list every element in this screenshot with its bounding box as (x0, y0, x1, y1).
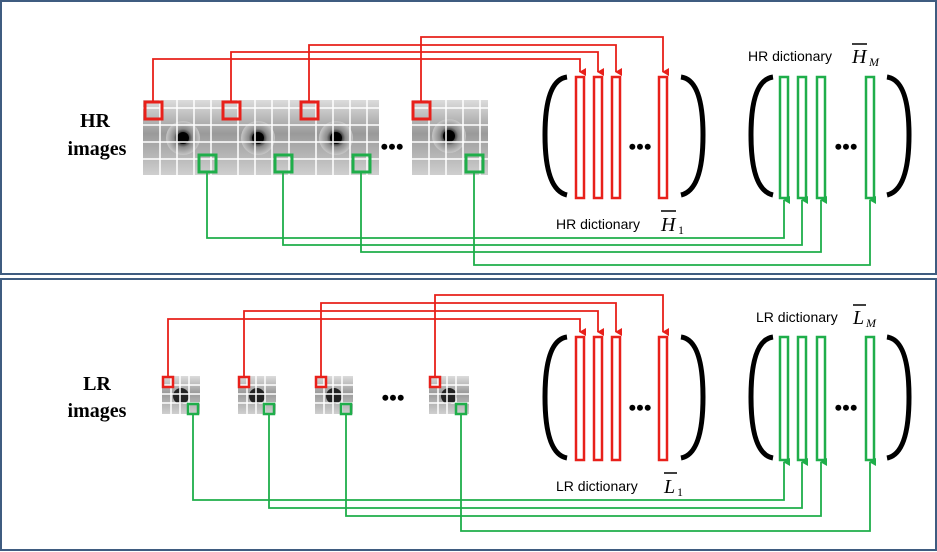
lr-panel: LR images ••• (68, 294, 912, 532)
hr-images-ellipsis: ••• (380, 134, 403, 159)
hr-red-arrow-2 (230, 51, 604, 102)
hr-green-arrow-1 (206, 172, 790, 239)
lr-red-arrow-2 (243, 310, 604, 377)
lr-dictm-subscript: M (865, 316, 877, 330)
hr-dictm-ellipsis: ••• (834, 134, 857, 159)
lr-row-label-line1: LR (83, 373, 111, 395)
hr-row-label-line1: HR (80, 110, 111, 132)
lr-green-arrow-3 (345, 414, 827, 517)
hr-dictionary-m: HR dictionary H M ••• (748, 43, 912, 200)
lr-dictm-caption: LR dictionary (756, 309, 838, 325)
lr-dictionary-1: ••• LR dictionary L 1 (542, 334, 706, 499)
lr-dict1-caption: LR dictionary (556, 478, 638, 494)
lr-green-arrow-1 (192, 414, 790, 501)
lr-dict1-left-bracket (542, 334, 568, 461)
hr-dictm-caption: HR dictionary (748, 48, 832, 64)
hr-dictionary-1: ••• HR dictionary H 1 (542, 74, 706, 237)
hr-dictm-atom-3 (815, 75, 827, 200)
hr-dictm-subscript: M (868, 55, 880, 69)
hr-dict1-ellipsis: ••• (628, 134, 651, 159)
hr-green-arrow-4 (473, 172, 876, 266)
hr-dictm-atom-1 (778, 75, 790, 200)
lr-images-ellipsis: ••• (381, 385, 404, 410)
lr-dictm-atom-1 (778, 335, 790, 462)
lr-dictm-atom-4 (864, 335, 876, 462)
hr-dict1-atom-3 (610, 75, 622, 200)
hr-dict1-subscript: 1 (678, 223, 684, 237)
hr-red-arrow-4 (420, 36, 669, 102)
hr-image-3 (299, 100, 379, 175)
hr-image-4 (412, 100, 488, 175)
hr-red-arrow-3 (308, 44, 622, 102)
hr-dictm-atom-2 (796, 75, 808, 200)
hr-green-arrow-2 (282, 172, 808, 246)
lr-dictm-symbol: L (852, 307, 864, 329)
lr-green-arrow-2 (268, 414, 808, 509)
hr-dict1-caption: HR dictionary (556, 216, 640, 232)
hr-dict1-left-bracket (542, 74, 568, 198)
hr-dictm-left-bracket (748, 74, 774, 198)
hr-dict1-atom-2 (592, 75, 604, 200)
hr-row-label-line2: images (68, 138, 127, 160)
hr-dict1-atom-4 (657, 75, 669, 200)
lr-dictm-atom-2 (796, 335, 808, 462)
lr-dictm-ellipsis: ••• (834, 395, 857, 420)
lr-dict1-symbol: L (663, 476, 675, 498)
hr-dictm-right-bracket (886, 74, 912, 198)
lr-dict1-atom-4 (657, 335, 669, 462)
lr-dict1-atom-3 (610, 335, 622, 462)
hr-panel: HR images ••• (68, 36, 912, 266)
hr-red-arrow-1 (152, 58, 586, 102)
lr-image-4 (429, 376, 469, 414)
lr-dict1-subscript: 1 (677, 485, 683, 499)
lr-image-1 (162, 376, 200, 414)
lr-image-2 (238, 376, 276, 414)
lr-dict1-atom-2 (592, 335, 604, 462)
hr-green-arrow-3 (360, 172, 827, 253)
hr-dict1-symbol: H (660, 214, 677, 236)
hr-dict1-atom-1 (574, 75, 586, 200)
lr-row-label-line2: images (68, 400, 127, 422)
lr-green-arrow-4 (460, 414, 876, 532)
lr-red-arrow-1 (167, 318, 586, 377)
hr-dictm-atom-4 (864, 75, 876, 200)
lr-red-arrow-4 (434, 294, 669, 377)
lr-dict1-right-bracket (680, 334, 706, 461)
lr-dictionary-m: LR dictionary L M ••• (748, 304, 912, 462)
lr-image-3 (315, 376, 353, 414)
lr-dictm-left-bracket (748, 334, 774, 461)
hr-dictm-symbol: H (851, 46, 868, 68)
hr-image-1 (143, 100, 223, 175)
lr-dict1-atom-1 (574, 335, 586, 462)
lr-red-arrow-3 (320, 302, 622, 377)
lr-dictm-atom-3 (815, 335, 827, 462)
hr-dict1-right-bracket (680, 74, 706, 198)
lr-dict1-ellipsis: ••• (628, 395, 651, 420)
lr-dictm-right-bracket (886, 334, 912, 461)
hr-image-2 (221, 100, 301, 175)
